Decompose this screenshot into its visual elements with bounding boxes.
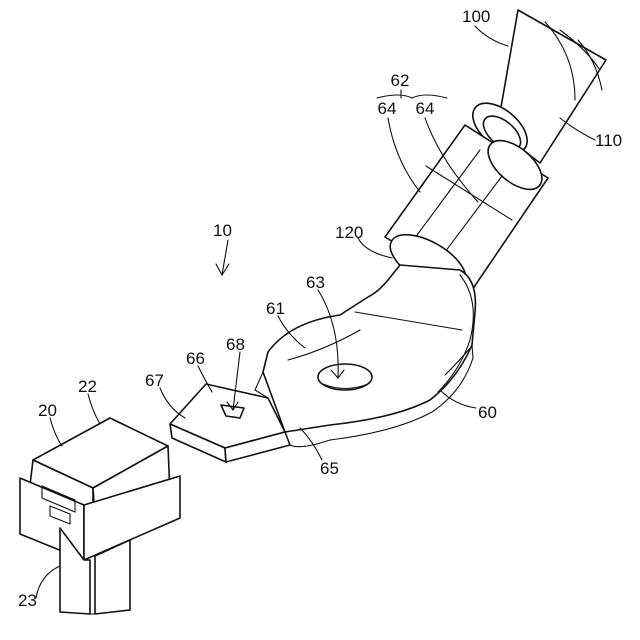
terminal-60 — [263, 265, 475, 447]
label-62: 62 — [391, 71, 410, 90]
label-20: 20 — [38, 401, 57, 420]
label-63: 63 — [306, 273, 325, 292]
label-67: 67 — [145, 371, 164, 390]
label-61: 61 — [266, 299, 285, 318]
label-60: 60 — [478, 403, 497, 422]
label-100: 100 — [462, 7, 490, 26]
label-110: 110 — [595, 131, 622, 150]
label-120: 120 — [335, 223, 363, 242]
label-10: 10 — [213, 221, 232, 240]
label-22: 22 — [78, 377, 97, 396]
label-68: 68 — [226, 335, 245, 354]
connector-housing-20 — [20, 418, 180, 614]
label-23: 23 — [18, 591, 37, 610]
label-64-left: 64 — [378, 99, 397, 118]
label-65: 65 — [320, 459, 339, 478]
label-66: 66 — [186, 349, 205, 368]
label-64-right: 64 — [416, 99, 435, 118]
